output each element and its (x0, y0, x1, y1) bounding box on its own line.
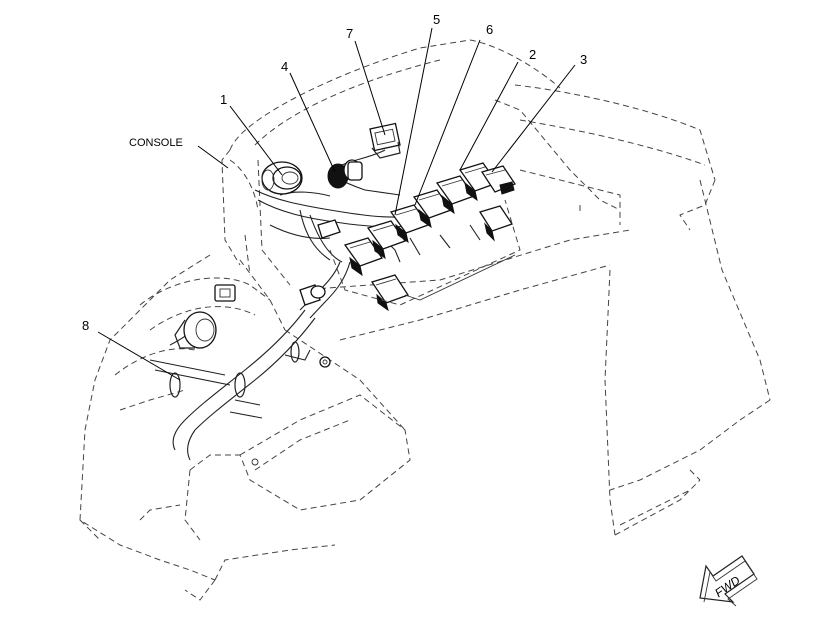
rocker-switch-lower (370, 274, 409, 312)
switch-bank (329, 162, 521, 312)
console-outline (79, 39, 771, 601)
component-8-connector (169, 219, 341, 466)
component-4-connector (327, 159, 363, 189)
callout-5: 5 (433, 12, 440, 27)
callout-6: 6 (486, 22, 493, 37)
callout-1: 1 (220, 92, 227, 107)
callout-2: 2 (529, 47, 536, 62)
callout-8: 8 (82, 318, 89, 333)
component-1-key-switch (261, 161, 303, 195)
callout-7: 7 (346, 26, 353, 41)
callout-leaders (97, 27, 576, 381)
component-7-relay (369, 122, 401, 159)
rocker-switch-lower (478, 205, 514, 242)
rocker-switch (480, 165, 516, 195)
callout-numbers: 1 2 3 4 5 6 7 8 CONSOLE (82, 12, 587, 333)
rocker-switch (343, 237, 384, 277)
rocker-switch (366, 220, 407, 260)
forward-arrow-icon: FWD (699, 555, 758, 607)
console-label: CONSOLE (129, 137, 183, 149)
callout-3: 3 (580, 52, 587, 67)
callout-4: 4 (281, 59, 288, 74)
